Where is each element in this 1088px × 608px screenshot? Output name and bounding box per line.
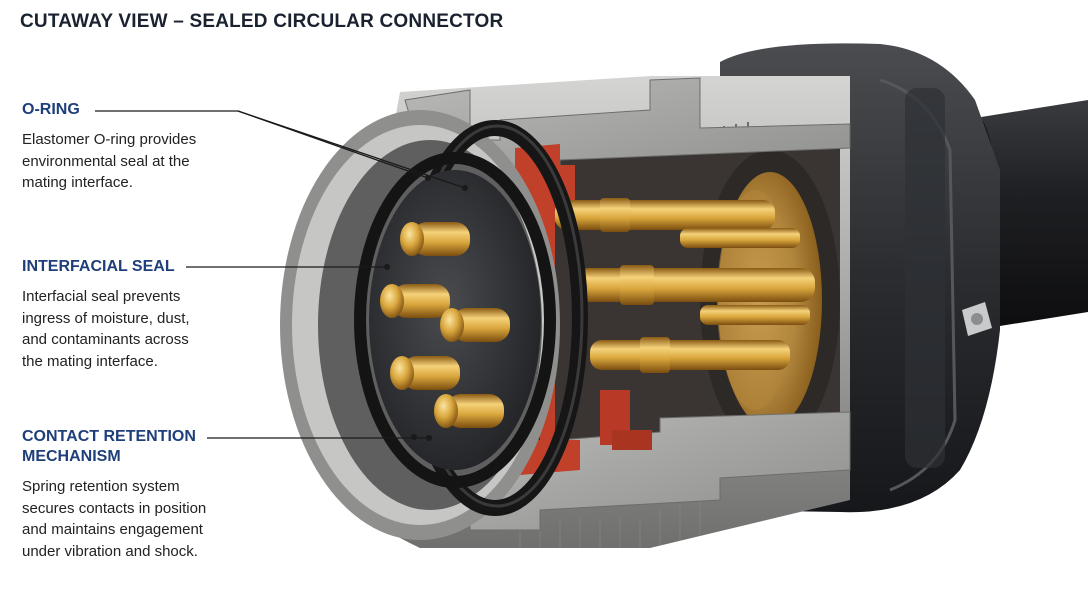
internal-contacts [555,198,815,373]
front-pins [380,222,510,428]
pin [390,356,460,390]
callout-interfacial-seal: INTERFACIAL SEAL Interfacial seal preven… [22,257,322,372]
callout-description-contact-retention: Spring retention system secures contacts… [22,478,207,560]
callout-contact-retention: CONTACT RETENTION MECHANISM Spring reten… [22,427,322,562]
pin [434,394,504,428]
callout-description-interfacial-seal: Interfacial seal prevents ingress of moi… [22,288,190,370]
callout-description-o-ring: Elastomer O-ring provides environmental … [22,131,197,191]
callout-heading-contact-retention: CONTACT RETENTION MECHANISM [22,428,196,465]
diagram-title: CUTAWAY VIEW – SEALED CIRCULAR CONNECTOR [20,11,504,32]
pin [440,308,510,342]
pin [400,222,470,256]
callout-o-ring: O-RING Elastomer O-ring provides environ… [22,100,322,194]
callout-heading-o-ring: O-RING [22,101,80,118]
callout-heading-interfacial-seal: INTERFACIAL SEAL [22,258,175,275]
leader-lines [95,110,468,441]
pin [380,284,450,318]
